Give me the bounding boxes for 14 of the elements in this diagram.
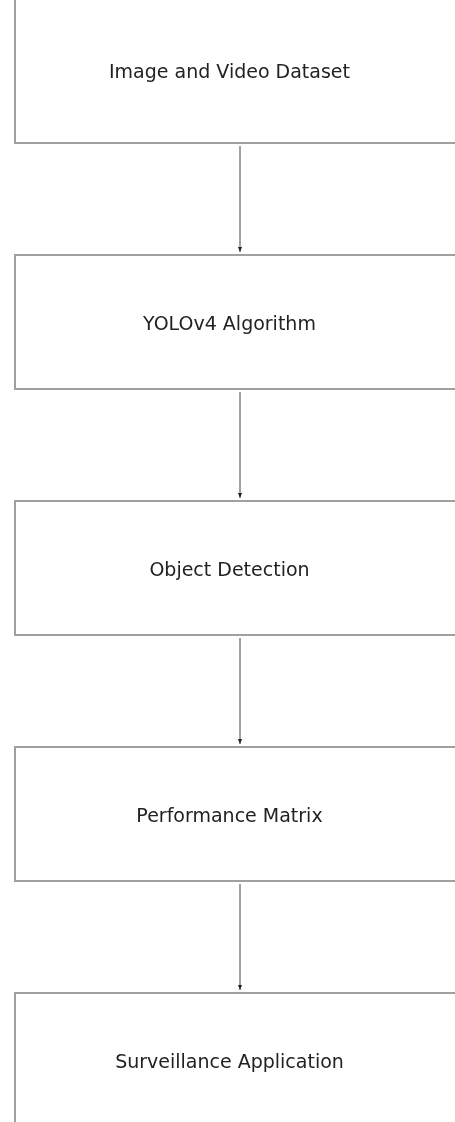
arrow (238, 145, 242, 253)
process-box (14, 0, 455, 144)
arrow (238, 883, 242, 991)
process-box (14, 254, 455, 390)
process-box (14, 500, 455, 636)
box-label: YOLOv4 Algorithm (142, 312, 317, 334)
box-label: Performance Matrix (135, 804, 324, 826)
process-box (14, 992, 455, 1122)
box-label: Surveillance Application (114, 1050, 345, 1072)
box-label: Object Detection (148, 558, 311, 580)
box-label: Image and Video Dataset (108, 60, 351, 82)
arrow (238, 391, 242, 499)
process-box (14, 746, 455, 882)
arrow (238, 637, 242, 745)
